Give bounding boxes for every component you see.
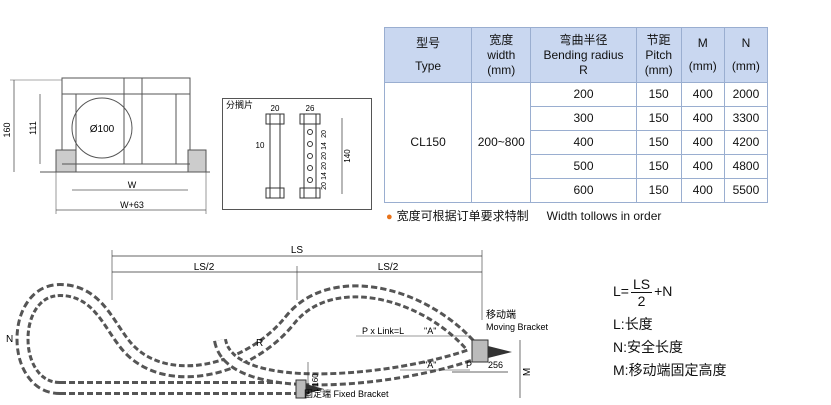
- legend-text: 长度: [624, 316, 653, 332]
- dim-ls-half-right: LS/2: [378, 262, 399, 273]
- cell-n: 3300: [723, 106, 769, 131]
- header-width: 宽度 width (mm): [471, 27, 532, 83]
- link-dim-7: 14: [321, 172, 328, 180]
- dim-diameter: Ø100: [90, 124, 115, 135]
- dim-256: 256: [488, 360, 503, 370]
- cell-pitch: 150: [635, 130, 682, 155]
- table-row: 600 150 400 5500: [385, 178, 769, 203]
- dim-a-bottom: "A": [424, 360, 436, 370]
- cell-n: 4800: [723, 154, 769, 179]
- dim-ls-half-left: LS/2: [194, 262, 215, 273]
- link-dim-5: 20: [321, 152, 328, 160]
- dim-width: W: [128, 180, 137, 190]
- cell-pitch: 150: [635, 106, 682, 131]
- legend-item: L:长度: [613, 314, 653, 334]
- cell-pitch: 150: [635, 82, 682, 107]
- dim-total-width: W+63: [120, 200, 144, 210]
- cell-radius: 600: [530, 178, 637, 203]
- header-pitch: 节距 Pitch (mm): [635, 27, 682, 83]
- legend-text: 安全长度: [627, 339, 683, 355]
- width-note: ●宽度可根据订单要求特制 Width tollows in order: [386, 207, 661, 224]
- cell-radius: 500: [530, 154, 637, 179]
- spec-table: 型号 Type 宽度 width (mm) 弯曲半径 Bending radiu…: [383, 27, 769, 203]
- formula-denominator: 2: [637, 293, 646, 309]
- formula-rhs: +N: [654, 283, 673, 300]
- cell-m: 400: [680, 154, 725, 179]
- moving-bracket-zh: 移动端: [486, 308, 516, 321]
- bullet-icon: ●: [386, 211, 393, 223]
- header-bending-radius: 弯曲半径 Bending radius R: [530, 27, 637, 83]
- cell-m: 400: [680, 82, 725, 107]
- cell-width: 200~800: [471, 82, 532, 203]
- cell-radius: 300: [530, 106, 637, 131]
- note-en: Width tollows in order: [546, 209, 662, 223]
- note-zh: 宽度可根据订单要求特制: [396, 209, 529, 223]
- legend-text: 移动端固定高度: [628, 362, 727, 378]
- link-dim-6: 20: [321, 162, 328, 170]
- link-drawing: 分搁片 20 26 10 20 14 20 20 14 20 140: [226, 99, 352, 199]
- link-dim-2: 10: [256, 141, 265, 150]
- cell-pitch: 150: [635, 154, 682, 179]
- legend-item: M:移动端固定高度: [613, 360, 727, 380]
- fixed-bracket-label: 固定端 Fixed Bracket: [304, 388, 389, 399]
- table-row: 300 150 400 3300: [385, 106, 769, 131]
- link-dim-8: 20: [321, 182, 328, 190]
- legend-item: N:安全长度: [613, 337, 683, 357]
- dim-p: P: [466, 360, 472, 370]
- link-dim-0: 20: [271, 104, 280, 113]
- legend-key: N:: [613, 339, 627, 355]
- legend-key: M:: [613, 362, 629, 378]
- cell-pitch: 150: [635, 178, 682, 203]
- cell-type: CL150: [383, 82, 473, 203]
- table-row: 500 150 400 4800: [385, 154, 769, 179]
- dim-pitch-link: P x Link=L: [362, 326, 404, 336]
- cell-n: 2000: [723, 82, 769, 107]
- header-m: M (mm): [680, 27, 725, 83]
- link-dim-3: 20: [321, 130, 328, 138]
- cell-m: 400: [680, 130, 725, 155]
- link-dim-1: 26: [306, 104, 315, 113]
- dim-n: N: [6, 334, 13, 345]
- link-drawing-box: [222, 98, 372, 210]
- dim-inner: 111: [28, 121, 38, 135]
- cell-radius: 400: [530, 130, 637, 155]
- formula-lhs: L=: [613, 283, 629, 300]
- moving-bracket-en: Moving Bracket: [486, 322, 549, 332]
- dim-r: R: [256, 338, 263, 349]
- link-title: 分搁片: [226, 99, 253, 110]
- cell-n: 4200: [723, 130, 769, 155]
- legend-key: L:: [613, 316, 625, 332]
- dim-m: M: [522, 368, 533, 376]
- dim-ls: LS: [291, 245, 304, 256]
- header-type: 型号 Type: [383, 27, 473, 83]
- cell-m: 400: [680, 178, 725, 203]
- table-row: 400 150 400 4200: [385, 130, 769, 155]
- link-dim-9: 140: [343, 149, 352, 163]
- formula-numerator: LS: [630, 276, 653, 293]
- chain-drawing: LS LS/2 LS/2 N R P x Link=L "A" "A" P 25…: [6, 245, 549, 399]
- dim-height: 160: [2, 122, 12, 137]
- table-row: CL150 200~800 200 150 400 2000: [383, 82, 769, 203]
- cross-section-drawing: 160 111 Ø100 W W+63: [2, 77, 210, 214]
- dim-a-top: "A": [424, 326, 436, 336]
- header-n: N (mm): [723, 27, 769, 83]
- cell-radius: 200: [530, 82, 637, 107]
- cell-m: 400: [680, 106, 725, 131]
- cell-n: 5500: [723, 178, 769, 203]
- dim-160: 160: [311, 373, 320, 387]
- link-dim-4: 14: [321, 142, 328, 150]
